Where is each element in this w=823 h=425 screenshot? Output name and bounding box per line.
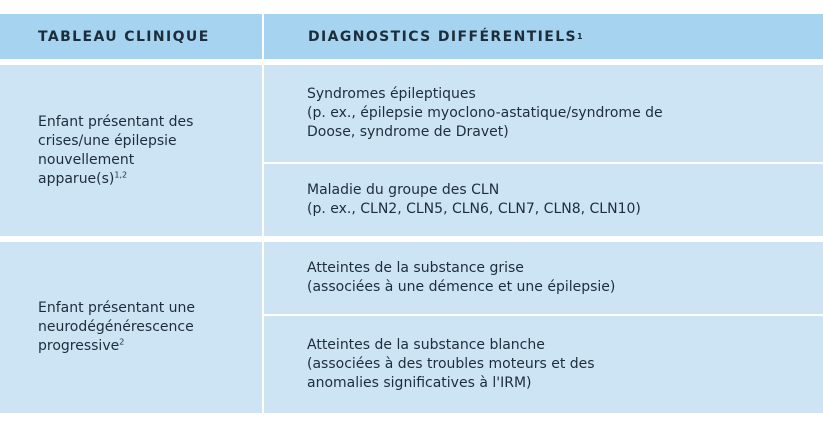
clinical-picture-text: Enfant présentant des crises/une épileps… [38, 113, 193, 189]
diagnosis-cell-epileptic-syndromes: Syndromes épileptiques (p. ex., épilepsi… [264, 65, 823, 162]
diagnosis-cell-white-matter: Atteintes de la substance blanche (assoc… [264, 316, 823, 413]
diagnosis-text: Maladie du groupe des CLN (p. ex., CLN2,… [307, 181, 641, 219]
diagnosis-line: anomalies significatives à l'IRM) [307, 375, 532, 391]
clinical-picture-line: nouvellement [38, 151, 135, 168]
diagnosis-line: Syndromes épileptiques [307, 86, 476, 102]
row-divider [0, 59, 823, 65]
header-col2-label: DIAGNOSTICS DIFFÉRENTIELS [308, 28, 578, 45]
diagnosis-line: (associées à une démence et une épilepsi… [307, 279, 616, 295]
diagnoses-column: Atteintes de la substance grise (associé… [264, 242, 823, 413]
cell-divider [264, 162, 823, 164]
diagnosis-cell-cln-disease: Maladie du groupe des CLN (p. ex., CLN2,… [264, 164, 823, 236]
clinical-picture-cell: Enfant présentant une neurodégénérescenc… [0, 242, 262, 413]
diagnosis-line: (p. ex., CLN2, CLN5, CLN6, CLN7, CLN8, C… [307, 201, 641, 217]
diagnosis-text: Atteintes de la substance grise (associé… [307, 259, 615, 297]
column-divider [262, 242, 264, 413]
header-clinical-picture: TABLEAU CLINIQUE [0, 14, 262, 59]
clinical-picture-line: Enfant présentant des [38, 113, 194, 130]
table-row-new-seizures: Enfant présentant des crises/une épileps… [0, 65, 823, 236]
column-divider [262, 65, 264, 236]
footnote-marker: 2 [119, 337, 125, 347]
row-divider [0, 236, 823, 242]
clinical-picture-line: apparue(s) [38, 170, 115, 187]
diagnosis-line: Maladie du groupe des CLN [307, 182, 500, 198]
clinical-picture-line: crises/une épilepsie [38, 132, 177, 149]
diagnosis-line: (associées à des troubles moteurs et des [307, 356, 595, 372]
table-header: TABLEAU CLINIQUE DIAGNOSTICS DIFFÉRENTIE… [0, 14, 823, 59]
clinical-picture-line: Enfant présentant une [38, 300, 196, 316]
column-divider [262, 14, 264, 59]
clinical-picture-cell: Enfant présentant des crises/une épileps… [0, 65, 262, 236]
table-row-neurodegeneration: Enfant présentant une neurodégénérescenc… [0, 242, 823, 413]
diagnosis-cell-grey-matter: Atteintes de la substance grise (associé… [264, 242, 823, 314]
diagnoses-column: Syndromes épileptiques (p. ex., épilepsi… [264, 65, 823, 236]
clinical-picture-line-last: apparue(s)1,2 [38, 170, 193, 189]
clinical-picture-line: progressive [38, 338, 120, 354]
header-col1-label: TABLEAU CLINIQUE [38, 28, 210, 45]
diagnosis-line: Doose, syndrome de Dravet) [307, 124, 509, 140]
diagnosis-line: Atteintes de la substance blanche [307, 337, 545, 353]
clinical-table: TABLEAU CLINIQUE DIAGNOSTICS DIFFÉRENTIE… [0, 14, 823, 413]
diagnosis-text: Atteintes de la substance blanche (assoc… [307, 336, 595, 393]
clinical-picture-text: Enfant présentant une neurodégénérescenc… [38, 299, 195, 356]
cell-divider [264, 314, 823, 316]
diagnosis-line: (p. ex., épilepsie myoclono-astatique/sy… [307, 105, 663, 121]
clinical-picture-line-last: progressive2 [38, 337, 195, 356]
diagnosis-line: Atteintes de la substance grise [307, 260, 524, 276]
diagnosis-text: Syndromes épileptiques (p. ex., épilepsi… [307, 85, 663, 142]
clinical-picture-line: neurodégénérescence [38, 319, 194, 335]
footnote-marker: 1,2 [114, 169, 128, 179]
